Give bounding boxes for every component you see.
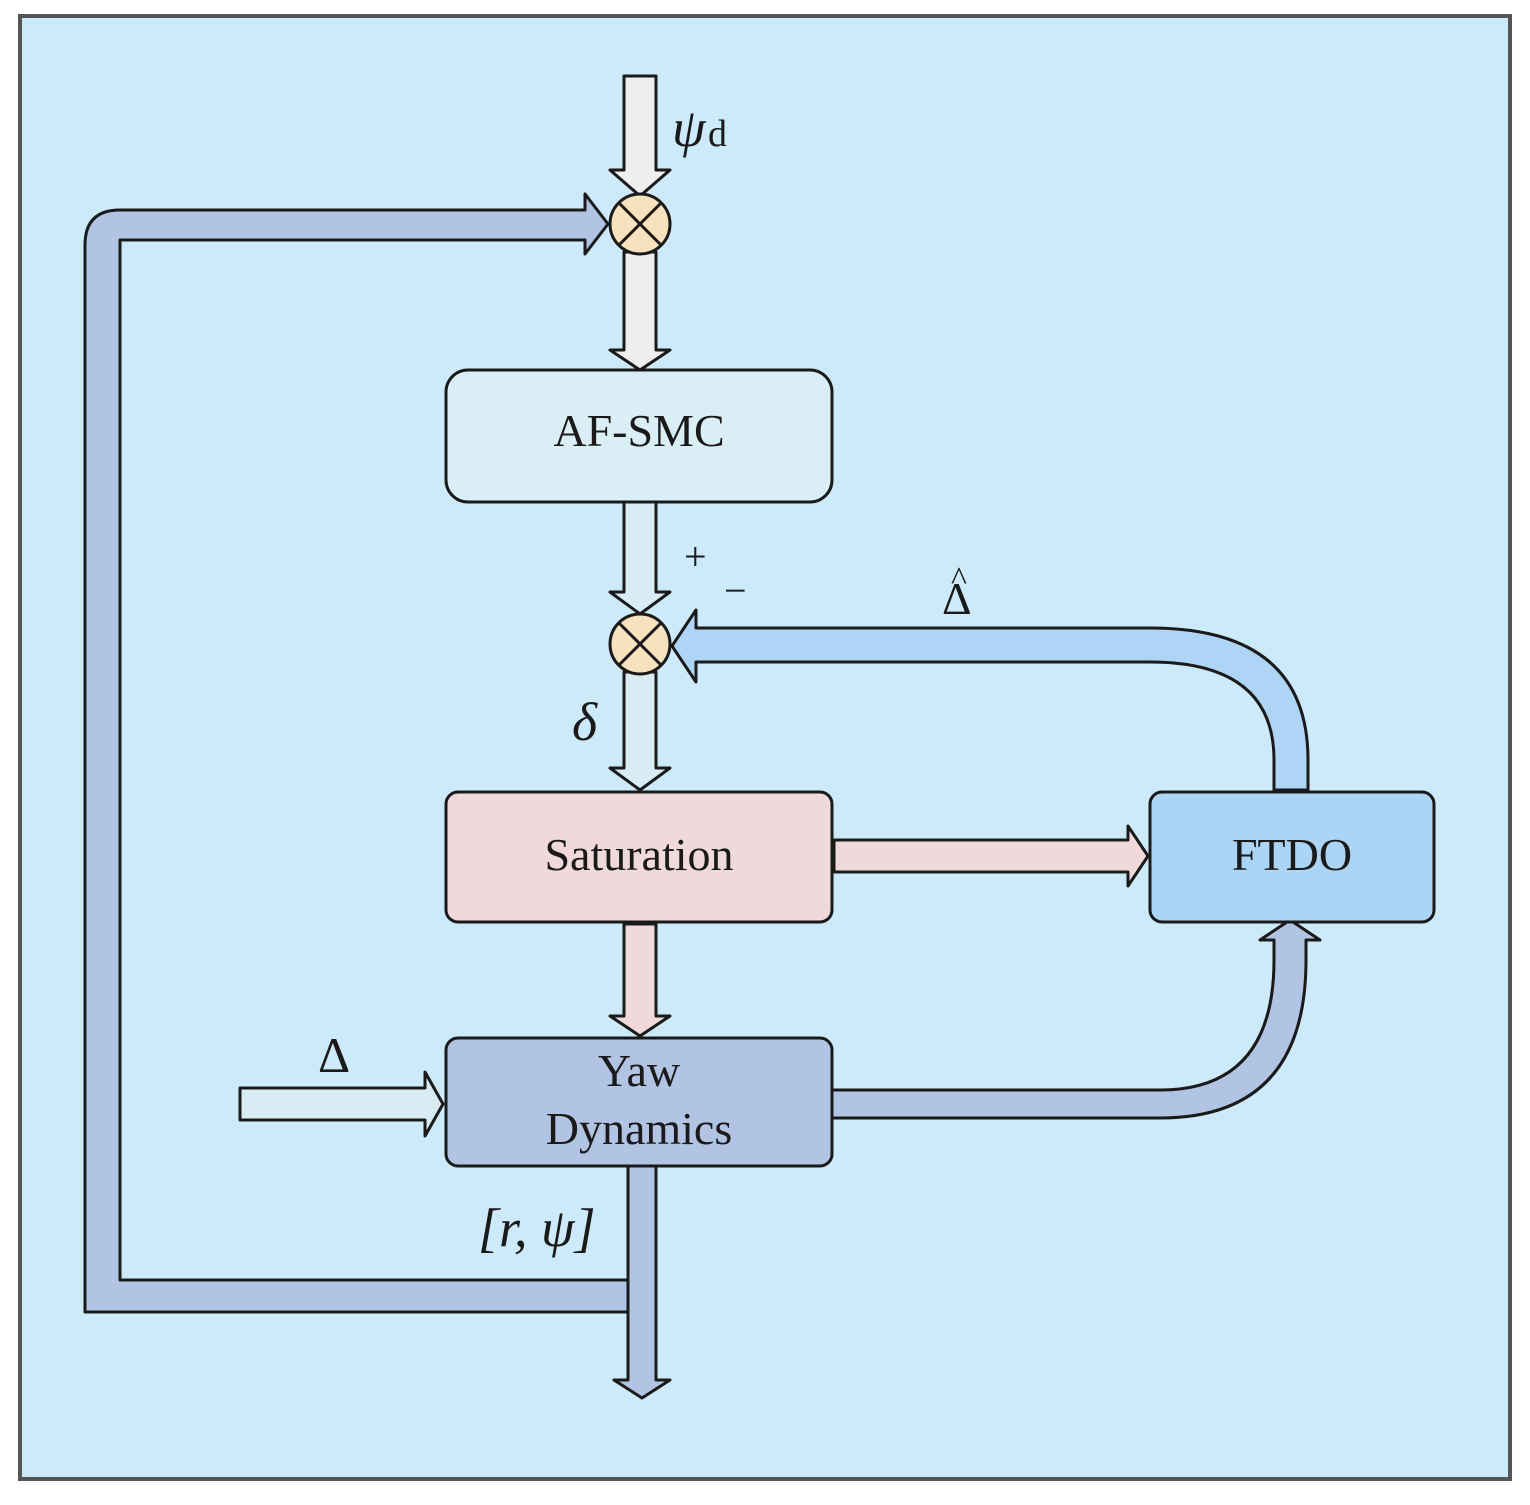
summing-junction-top [608,192,672,256]
yaw-to-ftdo-arrow [830,918,1322,1120]
ftdo-label: FTDO [1232,829,1352,880]
input-psi-d-arrow [608,74,672,198]
yaw-label-line1: Yaw [598,1045,681,1096]
diagram-frame [18,14,1512,1481]
afsmc-label: AF-SMC [553,405,724,456]
minus-sign: − [724,568,747,613]
summer-to-afsmc-arrow [608,250,672,372]
afsmc-to-summer-arrow [608,500,672,616]
delta-arrow [608,670,672,792]
delta-hat-accent: ^ [951,561,967,598]
saturation-to-yaw-arrow [608,922,672,1038]
yaw-dynamics-block: Yaw Dynamics [444,1036,834,1168]
summing-junction-bottom [608,612,672,676]
ftdo-block: FTDO [1148,790,1436,924]
plus-sign: + [684,534,707,579]
yaw-label-line2: Dynamics [546,1103,733,1154]
disturbance-arrow [238,1070,445,1138]
delta-hat-feedback-arrow [670,608,1310,792]
delta-symbol: δ [572,692,598,752]
delta-hat-symbol: Δ [942,573,972,624]
saturation-block: Saturation [444,790,834,924]
saturation-label: Saturation [544,829,733,880]
output-arrow [612,1164,672,1400]
psi-d-subscript: d [708,113,727,155]
disturbance-symbol: Δ [318,1027,350,1083]
afsmc-block: AF-SMC [444,368,834,504]
psi-d-symbol: ψ [672,98,707,158]
feedback-loop-arrow [83,192,630,1314]
saturation-to-ftdo-arrow [832,824,1150,888]
output-label: [r, ψ] [478,1198,596,1258]
